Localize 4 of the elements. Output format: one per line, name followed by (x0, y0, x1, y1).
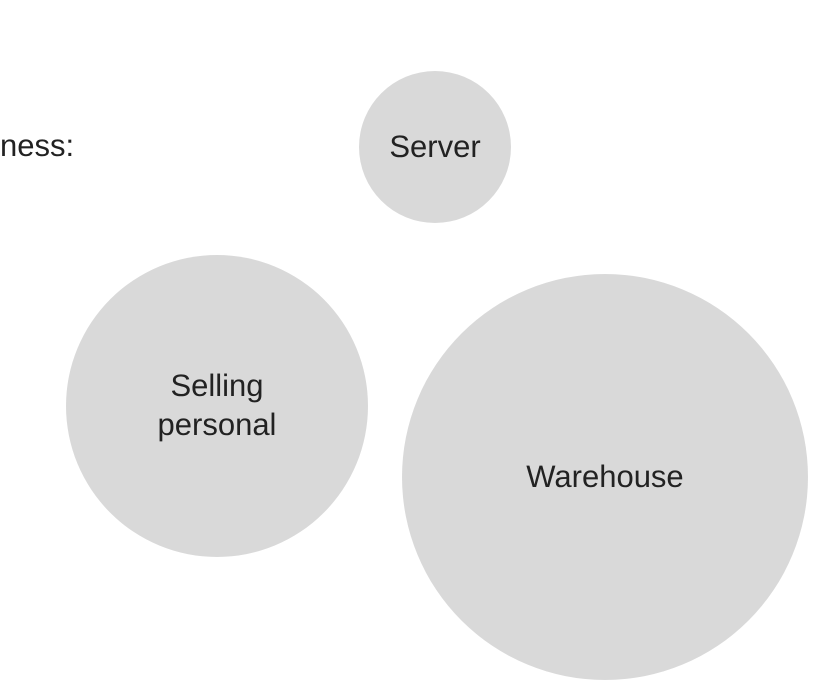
heading-fragment: ness: (0, 128, 74, 164)
circle-label: Warehouse (526, 458, 684, 496)
circle-label: Server (389, 128, 481, 166)
circle-label: Selling personal (156, 367, 278, 444)
